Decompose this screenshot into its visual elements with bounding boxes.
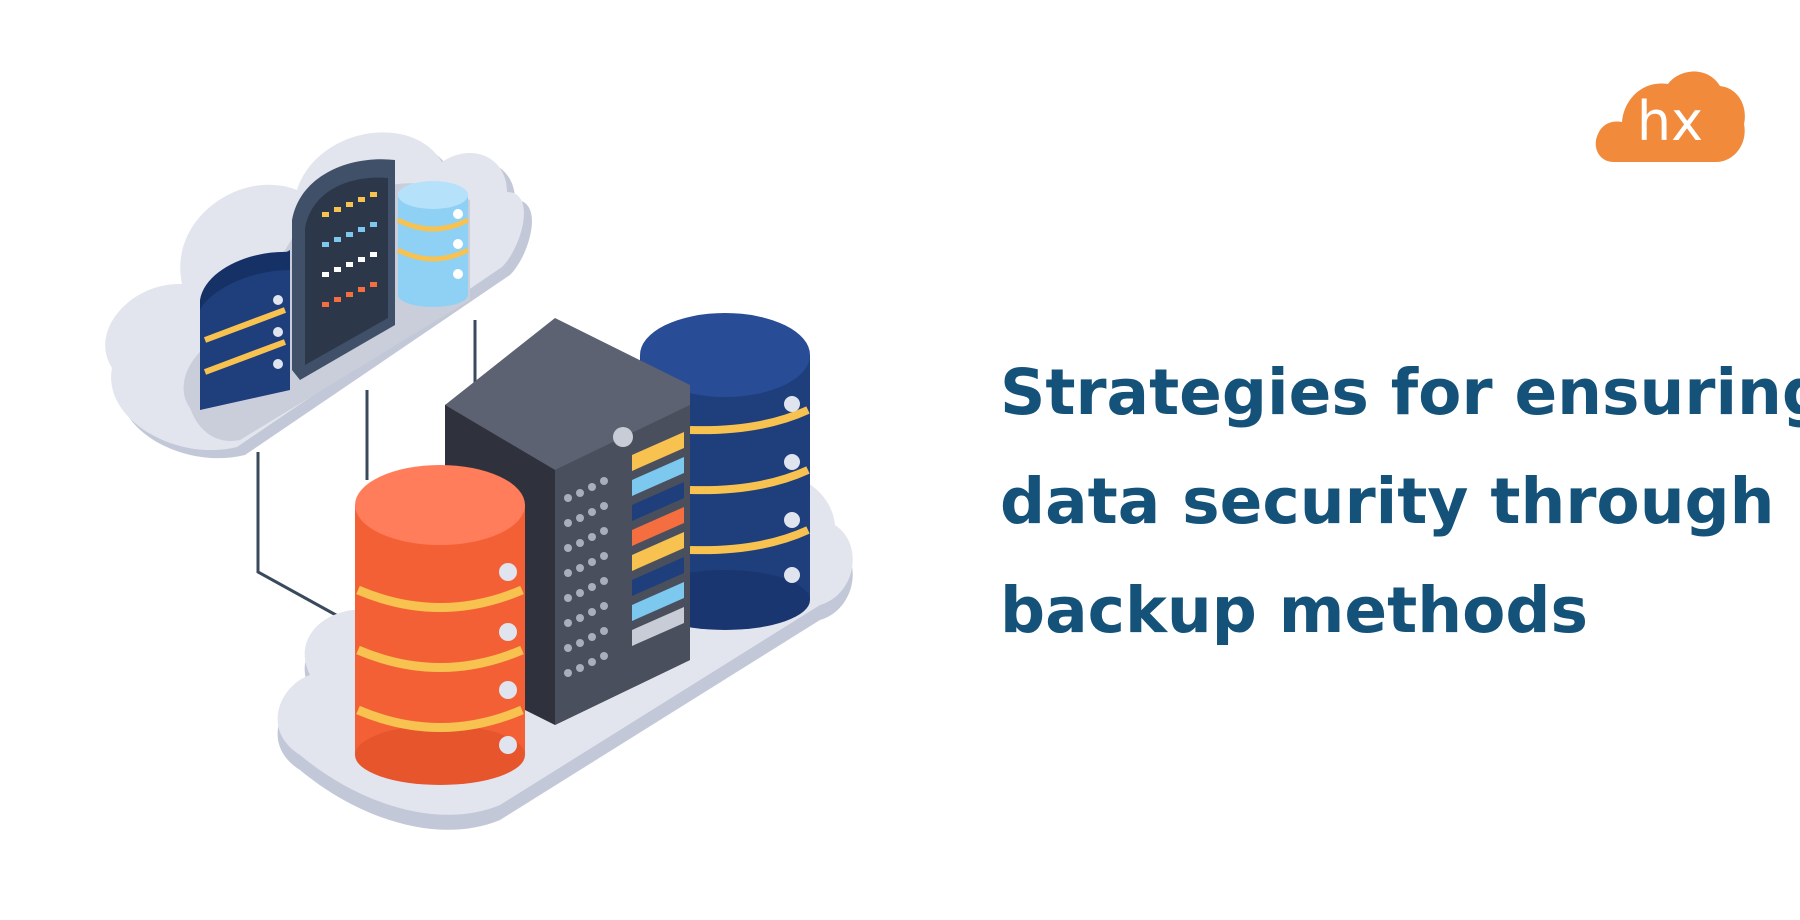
headline-line-3: backup methods bbox=[1000, 574, 1588, 647]
orange-database-icon bbox=[355, 465, 525, 785]
cloud-storage-illustration bbox=[105, 132, 853, 830]
headline-line-2: data security through bbox=[1000, 465, 1775, 538]
page-headline: Strategies for ensuring data security th… bbox=[1000, 338, 1800, 665]
cloud-logo-icon: hx bbox=[1595, 71, 1745, 162]
cloud-navy-database-icon bbox=[200, 250, 290, 410]
server-rack-status-bars bbox=[632, 432, 684, 646]
cloud-lightblue-database-icon bbox=[396, 181, 470, 307]
logo-text: hx bbox=[1637, 90, 1703, 153]
headline-line-1: Strategies for ensuring bbox=[1000, 356, 1800, 429]
cloud-server-rack-icon bbox=[292, 159, 395, 380]
server-rack-led-dots bbox=[564, 477, 608, 677]
